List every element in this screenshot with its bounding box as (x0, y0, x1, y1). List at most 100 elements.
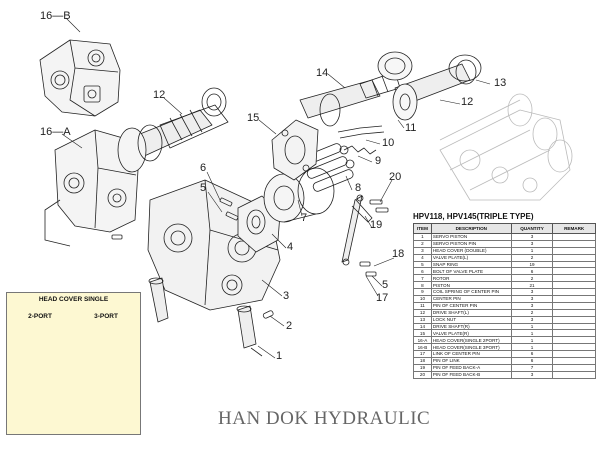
cell-description: VALVE PLATE(L) (430, 253, 512, 262)
callout-12-left: 12 (153, 89, 166, 101)
cell-item: 9 (413, 288, 432, 297)
cell-quantity: 1 (510, 336, 554, 345)
callout-5-right: 5 (382, 279, 389, 291)
callout-4: 4 (287, 241, 294, 253)
callout-13: 13 (494, 77, 507, 89)
callout-6: 6 (200, 162, 207, 174)
cell-quantity: 3 (510, 233, 554, 241)
cell-remark (552, 295, 596, 303)
cell-remark (552, 357, 596, 365)
cell-remark (552, 281, 596, 290)
cell-quantity: 6 (510, 357, 554, 365)
cell-description: LOCK NUT (430, 315, 512, 324)
header-description: DESCRIPTION (430, 223, 512, 234)
cell-remark (552, 260, 596, 269)
callout-9: 9 (375, 155, 382, 167)
cell-description: BOLT OF VALVE PLATE (430, 267, 512, 276)
inset-2-port-label: 2-PORT (28, 313, 52, 320)
cell-remark (552, 301, 596, 310)
cell-description: COIL SPRING OF CENTER PIN (430, 288, 512, 297)
drive-shaft-12-left-drawing (117, 87, 229, 173)
cell-item: 20 (413, 370, 432, 379)
callout-17: 17 (376, 292, 389, 304)
cell-quantity: 1 (510, 322, 554, 331)
head-cover-16b-drawing (39, 39, 121, 117)
cell-quantity: 6 (510, 350, 554, 359)
cell-quantity: 3 (510, 301, 554, 310)
callout-11: 11 (405, 122, 417, 134)
cell-quantity: 3 (510, 370, 554, 379)
callout-10: 10 (382, 137, 395, 149)
cell-description: DRIVE SHAFT(L) (430, 308, 512, 317)
cell-remark (552, 363, 596, 372)
cell-remark (552, 322, 596, 331)
drive-shaft-14-drawing (299, 51, 413, 127)
head-cover-16a-drawing (44, 129, 139, 247)
cell-item: 6 (413, 267, 432, 276)
servo-piston-1-drawing (148, 277, 263, 357)
callout-20: 20 (389, 171, 402, 183)
cell-description: LINK OF CENTER PIN (430, 350, 512, 359)
cell-item: 17 (413, 350, 432, 359)
cell-remark (552, 343, 596, 352)
cell-item: 16-B (413, 343, 432, 352)
head-cover-single-inset: HEAD COVER SINGLE 2-PORT 3-PORT (6, 292, 141, 435)
header-quantity: QUANTITY (510, 223, 554, 234)
cell-item: 13 (413, 315, 432, 324)
cell-quantity: 2 (510, 253, 554, 262)
cell-item: 3 (413, 246, 432, 255)
callout-19: 19 (370, 219, 383, 231)
cell-description: VALVE PLATE(R) (430, 329, 512, 338)
cell-quantity: 1 (510, 343, 554, 352)
cell-item: 7 (413, 274, 432, 283)
cell-item: 19 (413, 363, 432, 372)
cell-description: ROTOR (430, 274, 512, 283)
cell-remark (552, 246, 596, 255)
cell-item: 16-A (413, 336, 432, 345)
valve-plate-15-drawing (271, 119, 319, 181)
cell-remark (552, 288, 596, 297)
cell-quantity: 1 (510, 329, 554, 338)
cell-remark (552, 315, 596, 324)
brand-name: HAN DOK HYDRAULIC (218, 408, 431, 429)
callout-2: 2 (286, 320, 293, 332)
cell-remark (552, 253, 596, 262)
small-pins-drawing (111, 197, 274, 319)
cell-remark (552, 239, 596, 248)
cell-item: 11 (413, 301, 432, 310)
cell-item: 15 (413, 329, 432, 338)
cell-item: 1 (413, 233, 432, 241)
cell-quantity: 3 (510, 288, 554, 297)
center-pin-drawing (337, 125, 385, 155)
callout-7: 7 (301, 212, 308, 224)
cell-quantity: 1 (510, 246, 554, 255)
cell-quantity: 3 (510, 239, 554, 248)
cell-remark (552, 308, 596, 317)
callout-14: 14 (316, 67, 329, 79)
parts-table-header: ITEM DESCRIPTION QUANTITY REMARK (413, 223, 596, 234)
callout-5-left: 5 (200, 182, 207, 194)
callout-18: 18 (392, 248, 405, 260)
callout-12-right: 12 (461, 96, 474, 108)
callout-16b: 16—B (40, 10, 71, 22)
cell-description: PIN OF LINK (430, 357, 512, 365)
cell-quantity: 3 (510, 295, 554, 303)
cell-description: PIN OF FEED BACK-A (430, 363, 512, 372)
cell-remark (552, 274, 596, 283)
cell-item: 2 (413, 239, 432, 248)
cell-description: SNAP RING (430, 260, 512, 269)
cell-description: DRIVE SHAFT(R) (430, 322, 512, 331)
